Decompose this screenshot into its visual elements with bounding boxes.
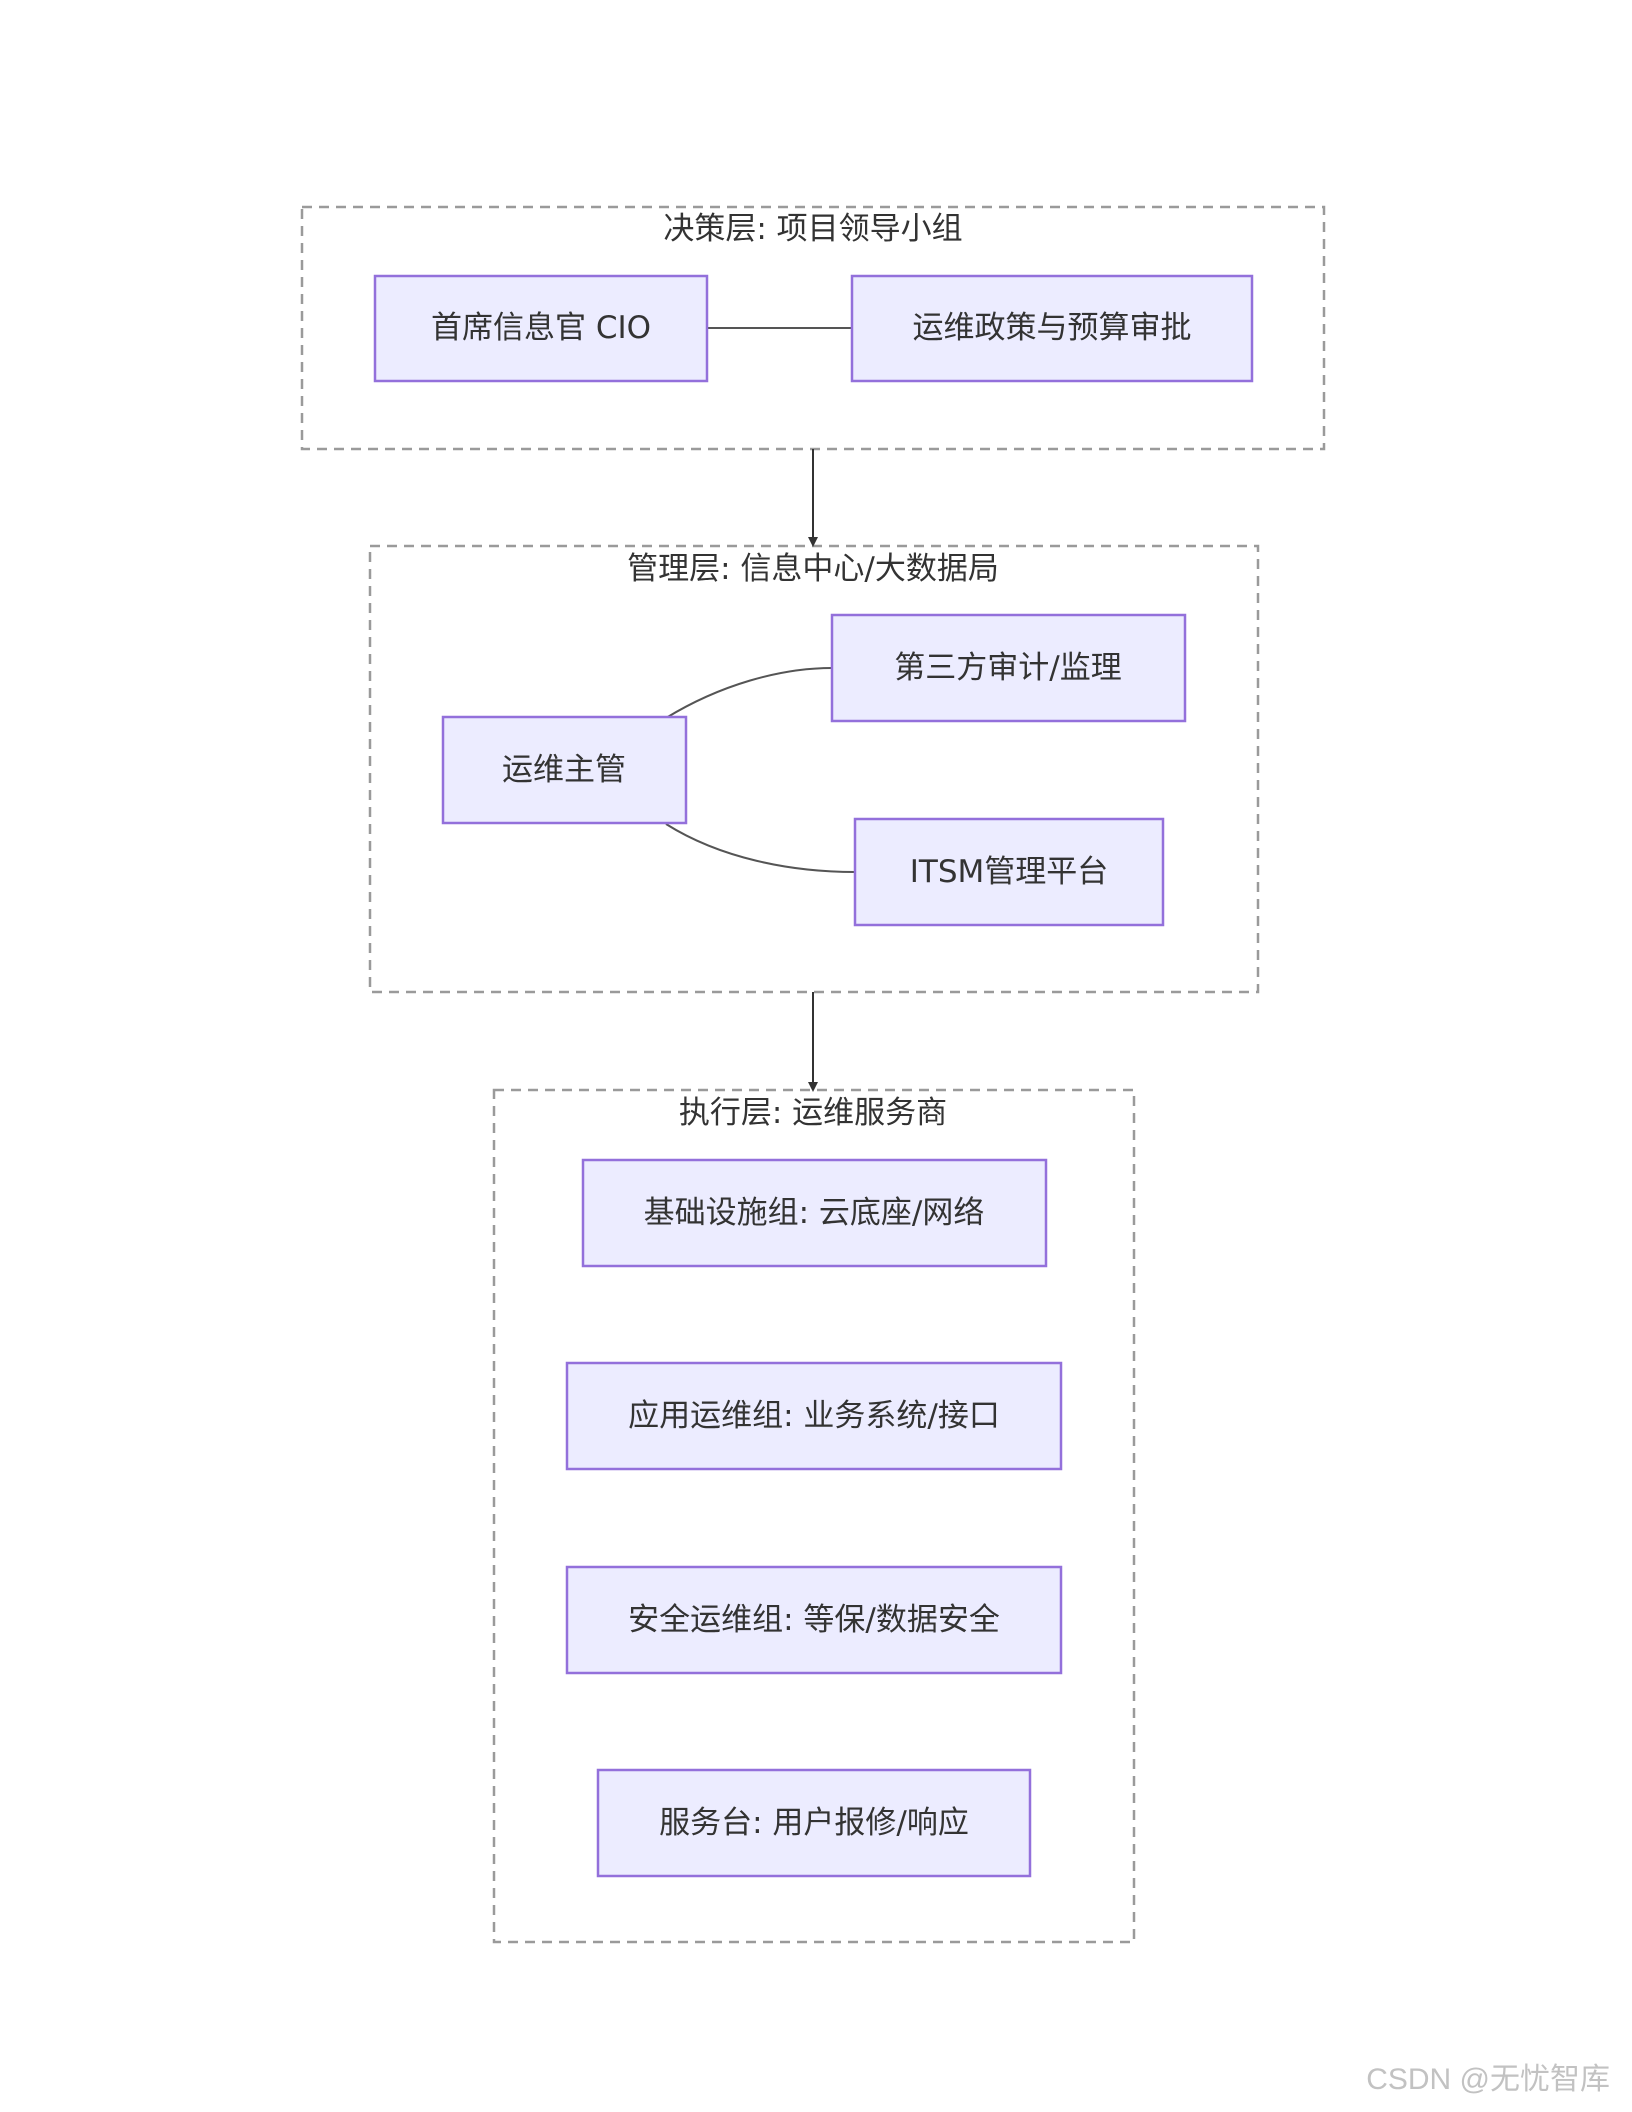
node-audit-label: 第三方审计/监理 <box>894 650 1121 686</box>
node-audit <box>830 613 1187 723</box>
node-infra <box>581 1158 1048 1268</box>
node-itsm-label: ITSM管理平台 <box>910 854 1109 890</box>
node-itsm <box>853 817 1165 927</box>
node-cio <box>373 274 709 383</box>
node-app-label: 应用运维组: 业务系统/接口 <box>628 1398 1000 1434</box>
execution-layer-title: 执行层: 运维服务商 <box>679 1095 947 1131</box>
node-policy-label: 运维政策与预算审批 <box>913 310 1192 346</box>
node-supervisor-label: 运维主管 <box>502 752 626 788</box>
node-desk <box>596 1768 1032 1878</box>
execution-layer-group <box>492 1088 1136 1944</box>
node-desk-label: 服务台: 用户报修/响应 <box>659 1805 969 1841</box>
node-cio-label: 首席信息官 CIO <box>431 310 651 346</box>
node-security-label: 安全运维组: 等保/数据安全 <box>628 1602 1000 1638</box>
node-app <box>565 1361 1063 1471</box>
node-policy <box>850 274 1254 383</box>
node-supervisor <box>441 715 688 825</box>
edge-supervisor-itsm <box>665 823 856 873</box>
node-security <box>565 1565 1063 1675</box>
node-infra-label: 基础设施组: 云底座/网络 <box>644 1195 985 1231</box>
watermark: CSDN @无忧智库 <box>1366 2063 1610 2096</box>
edge-supervisor-audit <box>665 667 833 719</box>
management-layer-title: 管理层: 信息中心/大数据局 <box>627 551 999 587</box>
decision-layer-title: 决策层: 项目领导小组 <box>663 211 962 247</box>
